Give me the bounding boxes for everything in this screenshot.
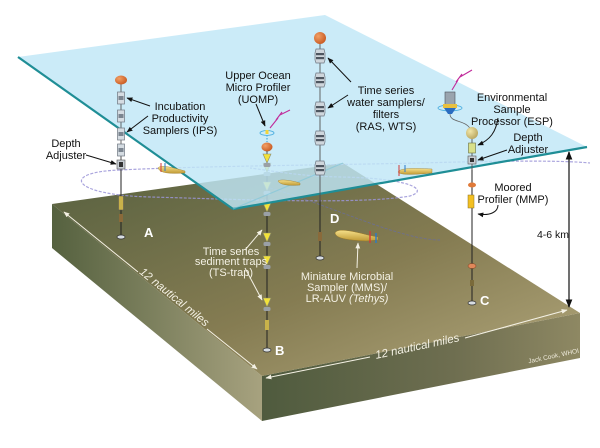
mms-line3-italic: (Tethys) bbox=[349, 293, 389, 305]
svg-text:Depth: Depth bbox=[513, 132, 542, 144]
mooring-b-upper bbox=[259, 109, 291, 168]
svg-text:Micro Profiler: Micro Profiler bbox=[226, 82, 291, 94]
auv-middle bbox=[277, 179, 301, 186]
seafloor-left-side bbox=[52, 204, 262, 421]
width-dimension-front bbox=[265, 309, 568, 380]
svg-text:Incubation: Incubation bbox=[155, 101, 206, 113]
auv-left bbox=[157, 163, 186, 174]
site-label-a: A bbox=[144, 225, 154, 240]
svg-text:Sampler (MMS)/: Sampler (MMS)/ bbox=[307, 282, 388, 294]
water-surface-plane bbox=[18, 15, 587, 209]
svg-text:LR-AUV (Tethys): LR-AUV (Tethys) bbox=[306, 293, 389, 305]
svg-text:Moored: Moored bbox=[494, 182, 531, 194]
svg-text:Processor (ESP): Processor (ESP) bbox=[471, 116, 553, 128]
svg-text:Depth: Depth bbox=[51, 138, 80, 150]
label-depth-adjuster-right: Depth Adjuster bbox=[508, 132, 549, 156]
svg-text:Environmental: Environmental bbox=[477, 92, 547, 104]
mooring-c-upper bbox=[437, 69, 478, 170]
label-ts-trap: Time series sediment traps (TS-trap) bbox=[195, 246, 268, 279]
svg-text:Miniature Microbial: Miniature Microbial bbox=[301, 271, 393, 283]
label-depth-adjuster-left: Depth Adjuster bbox=[46, 138, 87, 162]
width-dimension-left bbox=[63, 211, 258, 370]
svg-text:Productivity: Productivity bbox=[152, 113, 209, 125]
svg-text:(UOMP): (UOMP) bbox=[238, 94, 278, 106]
svg-text:Profiler (MMP): Profiler (MMP) bbox=[478, 194, 549, 206]
svg-text:Sample: Sample bbox=[493, 104, 530, 116]
site-label-c: C bbox=[480, 293, 490, 308]
comm-signal-icon bbox=[451, 69, 473, 91]
float-icon bbox=[314, 32, 326, 44]
site-label-b: B bbox=[275, 343, 284, 358]
svg-text:(RAS, WTS): (RAS, WTS) bbox=[356, 121, 417, 133]
auv-right bbox=[397, 165, 433, 176]
mooring-d-upper bbox=[314, 32, 326, 200]
depth-label: 4-6 km bbox=[537, 229, 569, 241]
svg-text:Time series: Time series bbox=[358, 85, 415, 97]
seafloor-front-side bbox=[262, 313, 580, 421]
seafloor-top bbox=[52, 163, 580, 376]
float-icon bbox=[115, 75, 127, 85]
label-ips: Incubation Productivity Samplers (IPS) bbox=[143, 101, 218, 137]
svg-text:Samplers (IPS): Samplers (IPS) bbox=[143, 125, 218, 137]
leaders bbox=[85, 57, 508, 301]
label-esp: Environmental Sample Processor (ESP) bbox=[471, 92, 553, 128]
lr-auv-tethys bbox=[334, 230, 379, 243]
svg-text:(TS-trap): (TS-trap) bbox=[209, 267, 253, 279]
label-uomp: Upper Ocean Micro Profiler (UOMP) bbox=[225, 70, 290, 106]
svg-text:sediment traps: sediment traps bbox=[195, 256, 268, 268]
svg-text:water samplers/: water samplers/ bbox=[346, 97, 426, 109]
svg-text:Upper Ocean: Upper Ocean bbox=[225, 70, 290, 82]
mooring-c bbox=[467, 168, 477, 306]
mooring-a-upper bbox=[115, 75, 127, 170]
label-mmp: Moored Profiler (MMP) bbox=[478, 182, 549, 206]
site-label-d: D bbox=[330, 211, 339, 226]
label-ts-water-samplers: Time series water samplers/ filters (RAS… bbox=[346, 85, 426, 133]
svg-text:Adjuster: Adjuster bbox=[46, 150, 87, 162]
svg-text:Adjuster: Adjuster bbox=[508, 144, 549, 156]
svg-text:filters: filters bbox=[373, 109, 400, 121]
mms-line3-prefix: LR-AUV bbox=[306, 293, 349, 305]
label-mms: Miniature Microbial Sampler (MMS)/ LR-AU… bbox=[301, 271, 393, 305]
svg-text:Time series: Time series bbox=[203, 246, 260, 258]
seafloor-block bbox=[52, 163, 580, 421]
comm-signal-icon bbox=[269, 109, 291, 129]
